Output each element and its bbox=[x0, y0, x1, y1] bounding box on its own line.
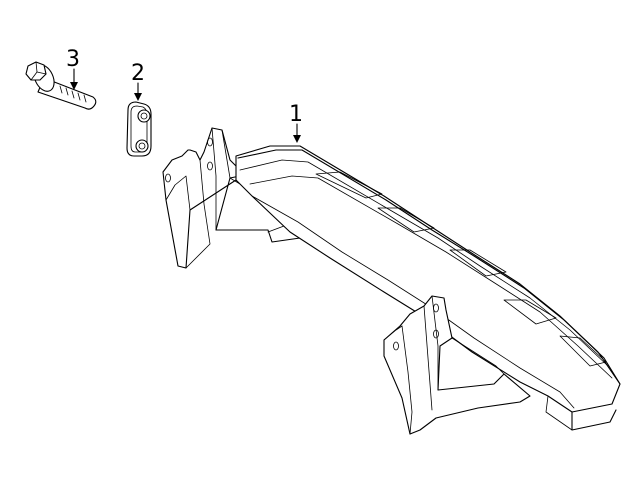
callout-3-number: 3 bbox=[66, 47, 80, 72]
callout-2[interactable]: 2 bbox=[131, 61, 145, 101]
callout-3[interactable]: 3 bbox=[66, 47, 80, 90]
callout-1[interactable]: 1 bbox=[289, 102, 303, 143]
callout-1-number: 1 bbox=[289, 102, 303, 127]
bolt-part[interactable] bbox=[25, 61, 97, 110]
crossmember-part[interactable] bbox=[162, 127, 621, 435]
callout-2-number: 2 bbox=[131, 61, 145, 86]
retainer-nut-part[interactable] bbox=[126, 101, 152, 157]
